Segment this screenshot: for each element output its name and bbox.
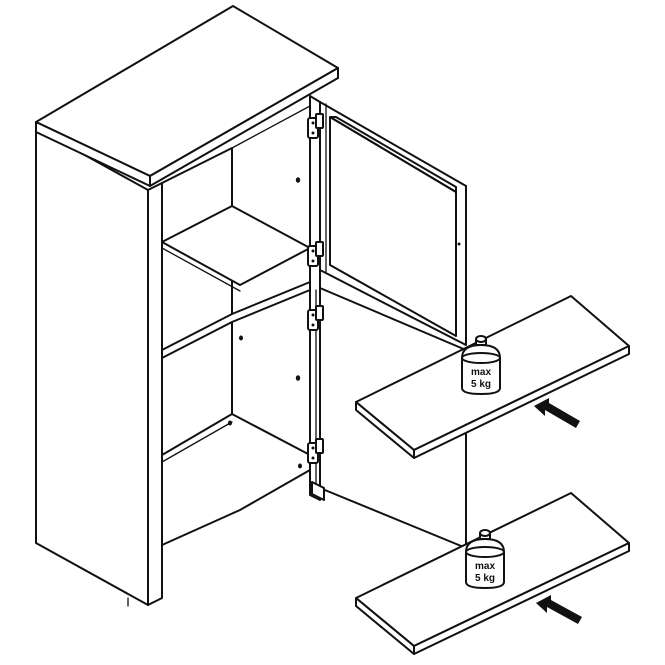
insertion-arrow-icon: [536, 595, 582, 624]
insertion-arrow-icon: [534, 398, 580, 428]
upper-glass-door: [319, 101, 467, 346]
hinge-bottom-upper: [307, 241, 324, 267]
door-hinges: [307, 113, 324, 464]
hinge-top-lower: [307, 305, 324, 331]
weight-icon: max 5 kg: [465, 529, 505, 589]
weight-limit-line2: 5 kg: [475, 573, 495, 584]
cabinet-top-panel: [35, 5, 339, 187]
weight-icon: max 5 kg: [461, 335, 501, 395]
cabinet-side-panel: [35, 127, 163, 607]
hinge-bottom-lower: [307, 438, 324, 464]
hinge-top-upper: [307, 113, 324, 139]
cabinet-interior: [161, 105, 369, 546]
weight-limit-line1: max: [471, 367, 491, 378]
weight-limit-line1: max: [475, 561, 495, 572]
weight-limit-line2: 5 kg: [471, 379, 491, 390]
cabinet-right-panel: [309, 95, 321, 501]
